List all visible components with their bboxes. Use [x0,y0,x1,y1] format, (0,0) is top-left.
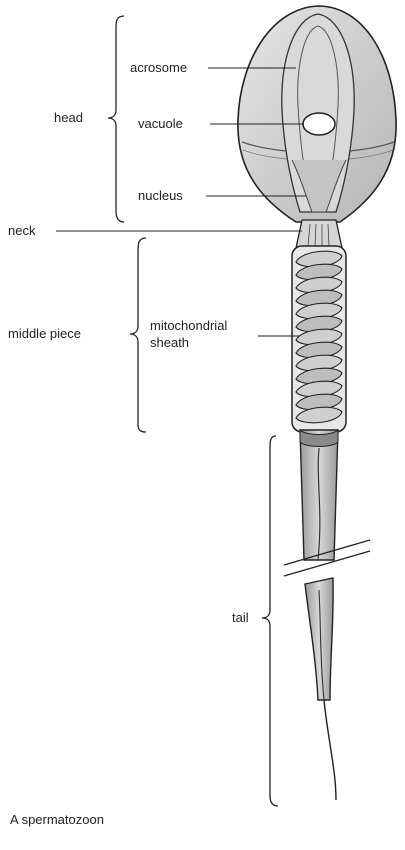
middle-piece-brace [130,238,146,432]
sperm-tail [284,430,370,800]
tail-end-piece [324,700,336,800]
label-sheath: sheath [150,335,189,350]
label-head: head [54,110,83,125]
sperm-head [238,6,396,222]
vacuole-shape [303,113,335,135]
label-mitochondrial: mitochondrial [150,318,227,333]
label-nucleus: nucleus [138,188,183,203]
neck-outline [296,220,342,248]
figure-caption: A spermatozoon [10,812,104,827]
label-middle-piece: middle piece [8,326,81,341]
label-neck: neck [8,223,36,238]
label-acrosome: acrosome [130,60,187,75]
head-brace [108,16,124,222]
label-tail: tail [232,610,249,625]
label-vacuole: vacuole [138,116,183,131]
sperm-neck [296,220,342,248]
sperm-middle-piece [292,246,346,432]
tail-brace [262,436,278,806]
